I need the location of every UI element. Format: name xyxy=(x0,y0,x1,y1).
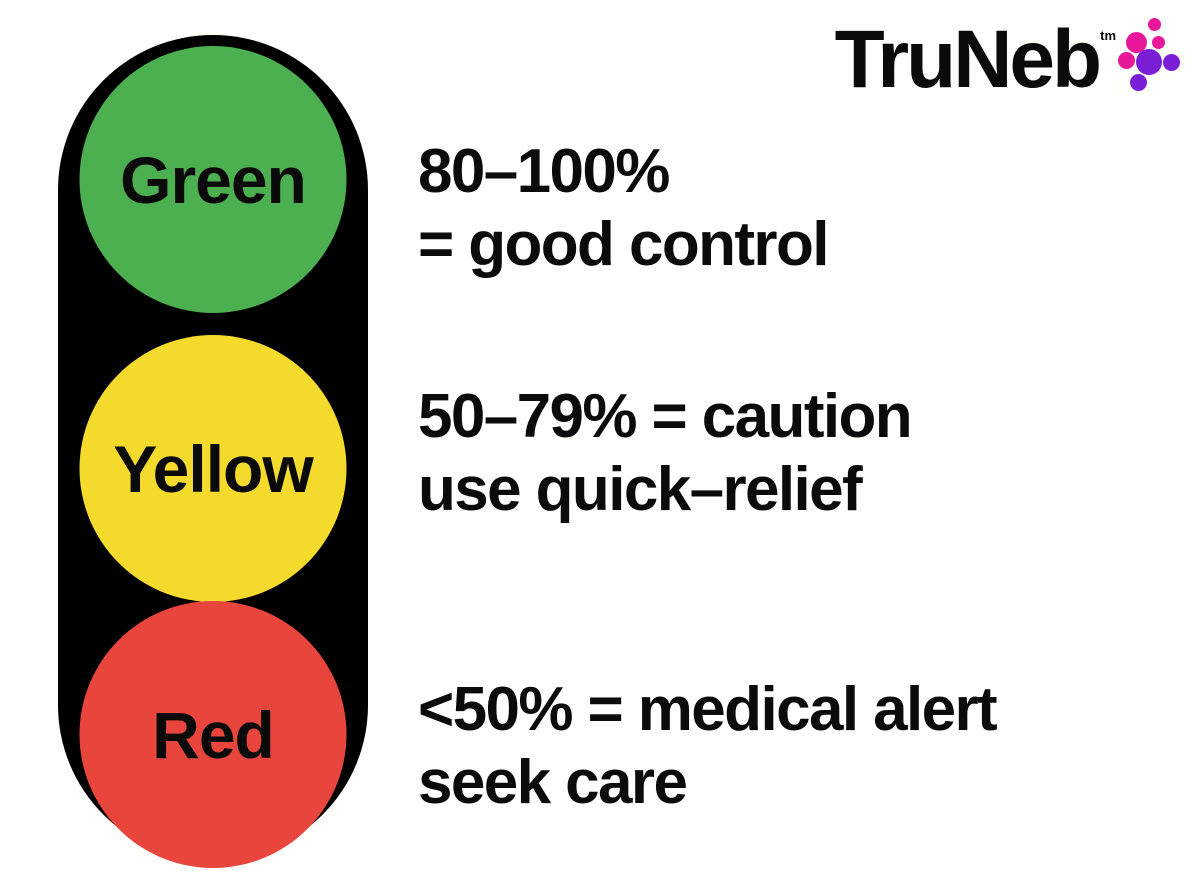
legend-red-line2: seek care xyxy=(418,748,688,818)
legend-red-line1: <50% = medical alert xyxy=(418,675,998,744)
lamp-label-red: Red xyxy=(152,697,275,772)
lamp-label-yellow: Yellow xyxy=(113,431,313,506)
traffic-light-lamp-yellow: Yellow xyxy=(79,335,347,602)
legend-yellow-line1: 50–79% = caution xyxy=(418,382,913,451)
legend-yellow-line2: use quick–relief xyxy=(418,455,863,525)
dot-upper-right xyxy=(1152,36,1165,49)
dot-top xyxy=(1148,18,1161,31)
lamp-label-green: Green xyxy=(120,142,307,217)
trademark-symbol: tm xyxy=(1100,28,1116,43)
legend-green-line2: = good control xyxy=(418,210,829,280)
traffic-light-lamp-red: Red xyxy=(79,601,347,868)
nebula-dots-icon xyxy=(1118,16,1182,91)
brand-logo: TruNeb tm xyxy=(834,14,1182,112)
legend-green-line1: 80–100% xyxy=(418,137,670,206)
dot-center xyxy=(1136,49,1162,75)
legend-entry-yellow: 50–79% = caution use quick–relief xyxy=(418,380,1188,526)
legend-entry-green: 80–100% = good control xyxy=(418,135,1188,281)
dot-bottom xyxy=(1130,74,1147,91)
legend-entry-red: <50% = medical alert seek care xyxy=(418,673,1188,819)
traffic-light-housing: Green Yellow Red xyxy=(58,35,368,868)
dot-mid-right xyxy=(1163,54,1180,71)
dot-upper-left xyxy=(1126,32,1147,53)
brand-wordmark: TruNeb xyxy=(834,14,1102,105)
legend-column: 80–100% = good control 50–79% = caution … xyxy=(418,0,1188,896)
dot-mid-left xyxy=(1118,52,1135,69)
traffic-light-lamp-green: Green xyxy=(79,46,347,313)
